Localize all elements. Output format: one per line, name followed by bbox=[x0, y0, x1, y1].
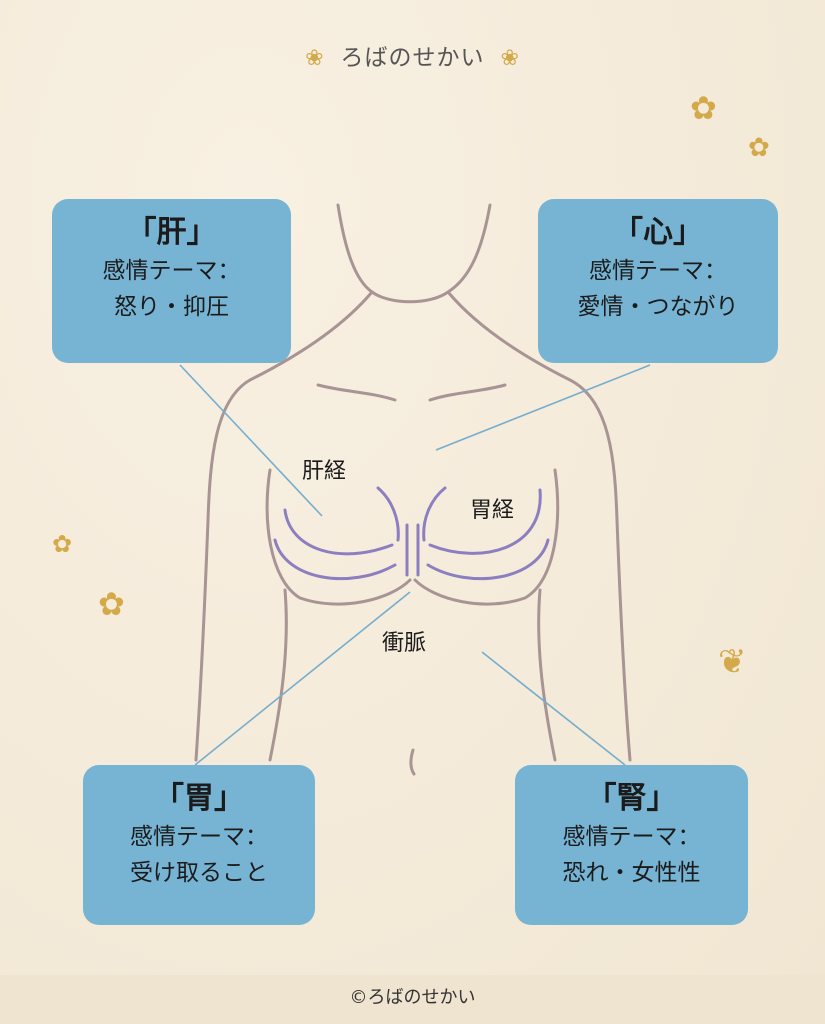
brand-title: ろばのせかい bbox=[340, 45, 485, 71]
connector-lines bbox=[179, 364, 651, 766]
theme-label: 感情テーマ： bbox=[130, 824, 268, 850]
stomach-box: 「胃」 感情テーマ： 受け取ること bbox=[83, 765, 315, 925]
flower-icon: ✿ bbox=[98, 585, 125, 623]
organ-title: 「肝」 bbox=[126, 215, 217, 250]
tulip-icon: ❀ bbox=[500, 46, 520, 71]
theme-text: 愛情・つながり bbox=[577, 294, 739, 320]
brand-header: ❀ ろばのせかい ❀ bbox=[0, 38, 825, 72]
theme-text: 受け取ること bbox=[130, 860, 268, 886]
organ-title: 「胃」 bbox=[154, 781, 244, 816]
theme-label: 感情テーマ： bbox=[589, 258, 727, 284]
organ-title: 「腎」 bbox=[586, 781, 677, 816]
chong-meridian-label: 衝脈 bbox=[382, 631, 427, 656]
organ-title: 「心」 bbox=[613, 215, 703, 250]
kidney-box: 「腎」 感情テーマ： 恐れ・女性性 bbox=[515, 765, 748, 925]
stomach-meridian-label: 胃経 bbox=[470, 498, 515, 523]
footer: ©ろばのせかい bbox=[0, 975, 825, 1024]
leaf-branch-icon: ❦ bbox=[718, 642, 747, 682]
copyright-text: ©ろばのせかい bbox=[349, 987, 476, 1008]
heart-box: 「心」 感情テーマ： 愛情・つながり bbox=[538, 199, 778, 363]
flower-icon: ✿ bbox=[690, 89, 717, 127]
tulip-icon: ❀ bbox=[305, 46, 325, 71]
theme-label: 感情テーマ： bbox=[102, 258, 241, 284]
liver-box: 「肝」 感情テーマ： 怒り・抑圧 bbox=[52, 199, 291, 363]
liver-meridian-label: 肝経 bbox=[302, 459, 347, 484]
flower-icon: ✿ bbox=[52, 530, 73, 558]
meridian-lines bbox=[273, 486, 550, 581]
theme-text: 怒り・抑圧 bbox=[114, 294, 229, 320]
theme-text: 恐れ・女性性 bbox=[562, 860, 701, 886]
theme-label: 感情テーマ： bbox=[562, 824, 701, 850]
flower-icon: ✿ bbox=[748, 133, 770, 163]
body-outline bbox=[194, 203, 632, 776]
